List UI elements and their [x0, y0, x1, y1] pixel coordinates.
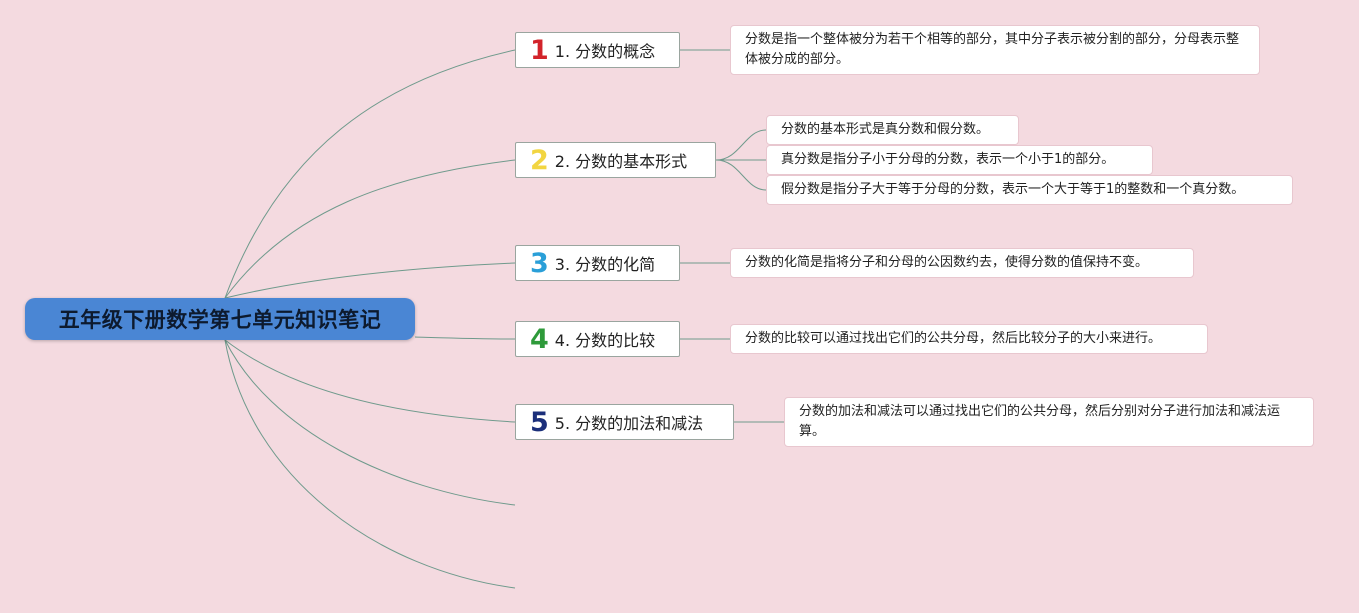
topic-3[interactable]: 3 3. 分数的化简: [515, 245, 680, 281]
link-root-topic-2: [224, 159, 516, 299]
number-4-icon: 4: [530, 323, 549, 355]
number-2-icon: 2: [530, 144, 549, 176]
topic-4[interactable]: 4 4. 分数的比较: [515, 321, 680, 357]
note-text: 分数的加法和减法可以通过找出它们的公共分母，然后分别对分子进行加法和减法运算。: [799, 404, 1281, 439]
topic-1[interactable]: 1 1. 分数的概念: [515, 32, 680, 68]
number-5-icon: 5: [530, 406, 549, 438]
root-topic[interactable]: 五年级下册数学第七单元知识笔记: [25, 298, 415, 340]
topic-5[interactable]: 5 5. 分数的加法和减法: [515, 404, 734, 440]
topic-label: 5. 分数的加法和减法: [554, 414, 704, 433]
link-topic-2-note-1: [715, 129, 767, 161]
note-text: 真分数是指分子小于分母的分数，表示一个小于1的部分。: [781, 152, 1115, 167]
topic-label: 3. 分数的化简: [554, 255, 656, 274]
note-topic-3[interactable]: 分数的化简是指将分子和分母的公因数约去，使得分数的值保持不变。: [730, 248, 1194, 278]
note-topic-2-2[interactable]: 真分数是指分子小于分母的分数，表示一个小于1的部分。: [766, 145, 1153, 175]
note-text: 假分数是指分子大于等于分母的分数，表示一个大于等于1的整数和一个真分数。: [781, 182, 1245, 197]
note-topic-2-3[interactable]: 假分数是指分子大于等于分母的分数，表示一个大于等于1的整数和一个真分数。: [766, 175, 1293, 205]
link-root-empty-1: [224, 339, 516, 506]
link-root-topic-1: [224, 49, 516, 299]
topic-2[interactable]: 2 2. 分数的基本形式: [515, 142, 716, 178]
number-3-icon: 3: [530, 247, 549, 279]
link-root-empty-2: [224, 339, 516, 589]
topic-label: 2. 分数的基本形式: [554, 152, 688, 171]
note-topic-4[interactable]: 分数的比较可以通过找出它们的公共分母，然后比较分子的大小来进行。: [730, 324, 1208, 354]
link-root-topic-5: [224, 339, 516, 423]
topic-label: 1. 分数的概念: [554, 42, 656, 61]
note-topic-5[interactable]: 分数的加法和减法可以通过找出它们的公共分母，然后分别对分子进行加法和减法运算。: [784, 397, 1314, 447]
note-topic-2-1[interactable]: 分数的基本形式是真分数和假分数。: [766, 115, 1019, 145]
link-topic-2-note-3: [715, 159, 767, 191]
note-topic-1[interactable]: 分数是指一个整体被分为若干个相等的部分，其中分子表示被分割的部分，分母表示整体被…: [730, 25, 1260, 75]
note-text: 分数的比较可以通过找出它们的公共分母，然后比较分子的大小来进行。: [745, 331, 1162, 346]
link-root-topic-4: [414, 336, 516, 340]
root-title: 五年级下册数学第七单元知识笔记: [58, 308, 382, 332]
note-text: 分数是指一个整体被分为若干个相等的部分，其中分子表示被分割的部分，分母表示整体被…: [745, 32, 1240, 67]
note-text: 分数的化简是指将分子和分母的公因数约去，使得分数的值保持不变。: [745, 255, 1149, 270]
number-1-icon: 1: [530, 34, 549, 66]
link-root-topic-3: [224, 262, 516, 299]
note-text: 分数的基本形式是真分数和假分数。: [781, 122, 990, 137]
topic-label: 4. 分数的比较: [554, 331, 656, 350]
